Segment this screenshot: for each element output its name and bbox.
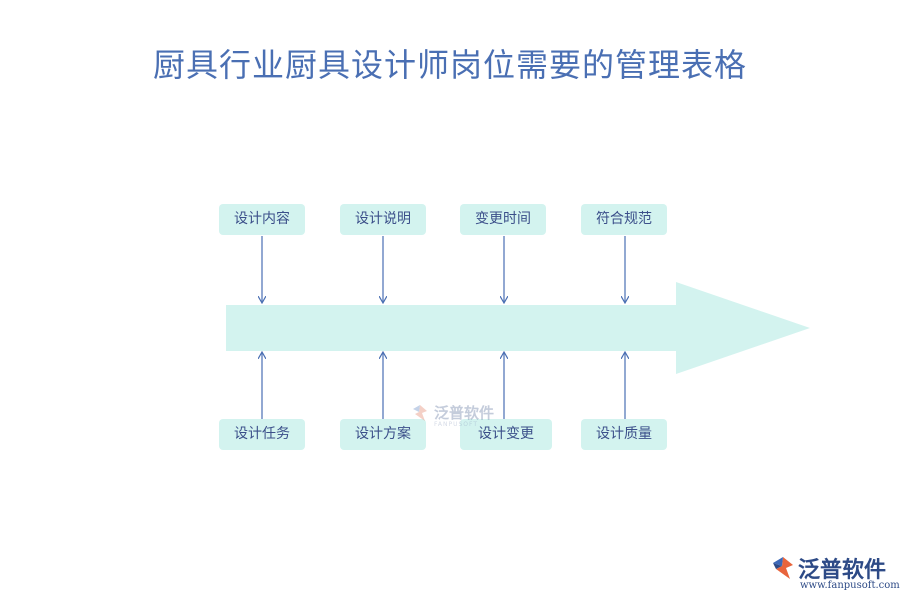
- bottom-box-design-quality: 设计质量: [581, 419, 667, 450]
- bottom-box-design-change: 设计变更: [460, 419, 552, 450]
- watermark-text: 泛普软件: [434, 404, 495, 422]
- brand-url: www.fanpusoft.com: [800, 580, 900, 591]
- diagram-title: 厨具行业厨具设计师岗位需要的管理表格: [152, 46, 747, 84]
- watermark-subtext: FANPUSOFT: [434, 421, 479, 428]
- top-box-design-content: 设计内容: [219, 204, 305, 235]
- bottom-box-design-task: 设计任务: [219, 419, 305, 450]
- brand-logo-icon: [773, 557, 793, 579]
- top-box-design-description: 设计说明: [340, 204, 426, 235]
- watermark-logo-icon: [413, 404, 427, 421]
- brand-name: 泛普软件: [798, 558, 887, 583]
- top-box-compliance: 符合规范: [581, 204, 667, 235]
- top-box-change-time: 变更时间: [460, 204, 546, 235]
- main-arrow: [226, 282, 810, 374]
- watermark: 泛普软件 FANPUSOFT: [410, 402, 495, 428]
- brand-logo: 泛普软件 www.fanpusoft.com: [770, 552, 900, 596]
- bottom-box-design-plan: 设计方案: [340, 419, 426, 450]
